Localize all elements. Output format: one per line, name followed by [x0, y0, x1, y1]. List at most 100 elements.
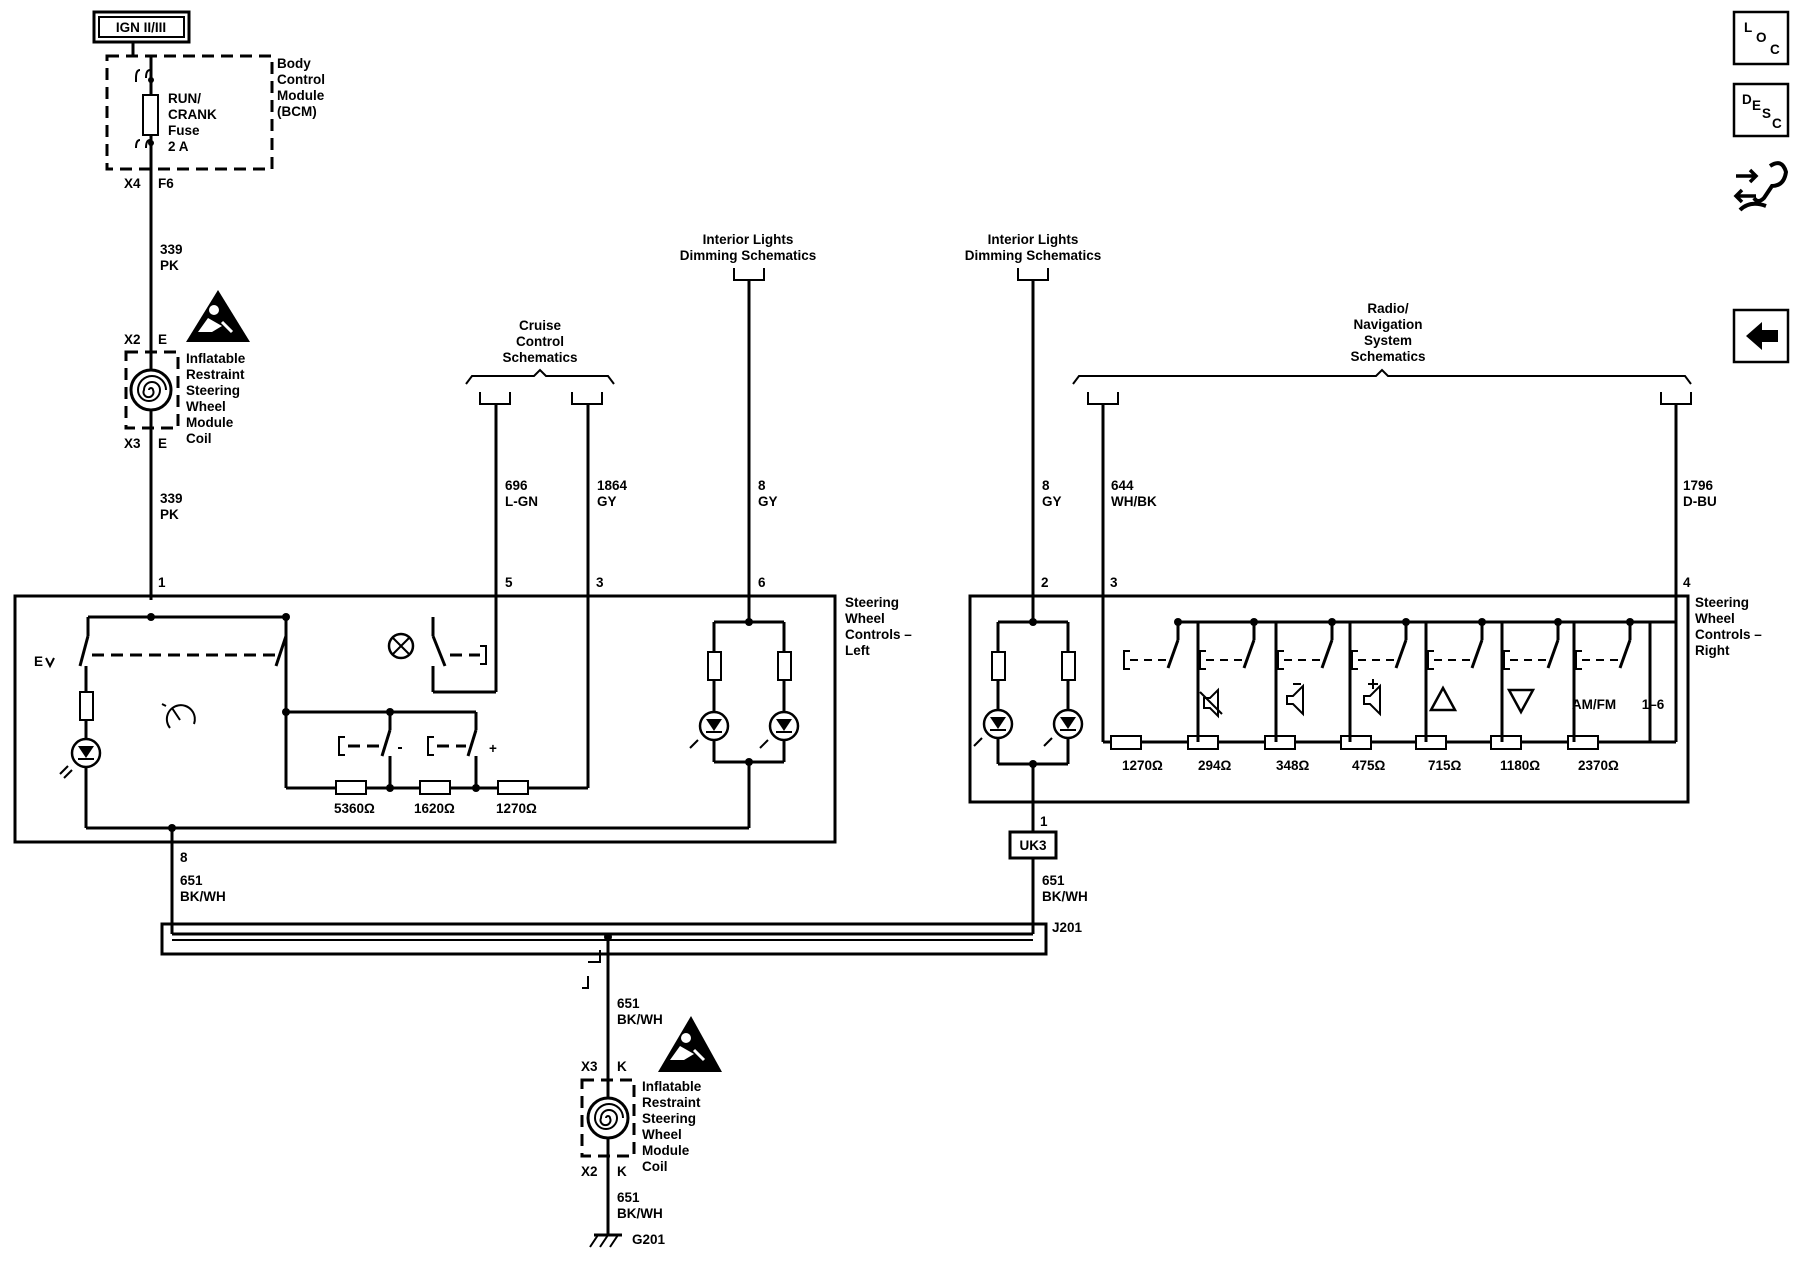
loc-letter-c: C: [1770, 42, 1780, 57]
wire-696-color: L-GN: [505, 494, 538, 509]
wire-644-number: 644: [1111, 478, 1134, 493]
bcm-pin: F6: [158, 176, 174, 191]
coil-bottom-name-3: Steering: [642, 1111, 696, 1126]
repair-procedure-icon[interactable]: [1733, 161, 1789, 212]
wire-1864-color: GY: [597, 494, 617, 509]
coil-top-name-3: Steering: [186, 383, 240, 398]
seek-down-icon: [1506, 688, 1536, 715]
coil-bottom-conn-b: X2: [581, 1164, 598, 1179]
right-pin-3: 3: [1110, 575, 1118, 590]
wire-651-left-color: BK/WH: [180, 889, 226, 904]
coil-top-name-4: Wheel: [186, 399, 226, 414]
radio-resistor: [1340, 735, 1372, 750]
coil-bottom-pin-a: K: [617, 1059, 627, 1074]
cruise-ref-3: Schematics: [502, 350, 577, 365]
loc-letter-l: L: [1744, 20, 1752, 35]
wire-8-left-color: GY: [758, 494, 778, 509]
coil-bottom-conn-a: X3: [581, 1059, 598, 1074]
bcm-boundary: [105, 54, 274, 171]
coil-top-pin-a: E: [158, 332, 167, 347]
airbag-warning-icon-lower: [658, 1016, 722, 1072]
left-pin-3: 3: [596, 575, 604, 590]
loc-letter-o: O: [1756, 30, 1767, 45]
radio-ref-bracket: [1072, 368, 1692, 385]
cruise-plus-symbol: +: [489, 741, 497, 756]
inline-connector-icon: [582, 950, 601, 989]
wire-651-lower-color: BK/WH: [617, 1012, 663, 1027]
radio-ref-4: Schematics: [1350, 349, 1425, 364]
am-fm-label: AM/FM: [1572, 697, 1616, 712]
wire-651-left-number: 651: [180, 873, 203, 888]
coil-bottom-name-2: Restraint: [642, 1095, 701, 1110]
volume-down-icon: [1286, 683, 1304, 717]
coil-bottom-name-5: Module: [642, 1143, 690, 1158]
location-view-button[interactable]: L O C: [1732, 10, 1790, 66]
radio-switch: [1424, 618, 1486, 742]
cruise-ref-2: Control: [516, 334, 564, 349]
mute-icon: [1199, 687, 1223, 719]
wire-696-number: 696: [505, 478, 528, 493]
left-backlight-lamps: [689, 618, 800, 828]
wire-651-lower-number: 651: [617, 996, 640, 1011]
wire-339-top-number: 339: [160, 242, 183, 257]
coil-top-name-1: Inflatable: [186, 351, 246, 366]
right-module-name-1: Steering: [1695, 595, 1749, 610]
back-button[interactable]: [1732, 308, 1790, 364]
right-resistor-1180: 1180Ω: [1500, 758, 1540, 773]
radio-switch: [1348, 618, 1410, 742]
left-pin-8: 8: [180, 850, 188, 865]
right-pin-1: 1: [1040, 814, 1048, 829]
radio-switch: [1274, 618, 1336, 742]
coil-top-name-2: Restraint: [186, 367, 245, 382]
coil-top-name-6: Coil: [186, 431, 212, 446]
dim-left-ref-connector: [733, 268, 765, 281]
coil-top-conn-a: X2: [124, 332, 141, 347]
coil-top-pin-b: E: [158, 436, 167, 451]
left-module-name-2: Wheel: [845, 611, 885, 626]
left-module-name-4: Left: [845, 643, 870, 658]
radio-ref-1: Radio/: [1367, 301, 1409, 316]
steering-wheel-controls-left: [13, 594, 837, 844]
cruise-cancel-switch: [387, 617, 496, 694]
steering-wheel-controls-right: [968, 594, 1690, 804]
right-module-name-2: Wheel: [1695, 611, 1735, 626]
radio-switch: [1500, 618, 1562, 742]
fuse-name-2: CRANK: [168, 107, 217, 122]
radio-switch: [1123, 618, 1182, 670]
ground-symbol-icon: [589, 1233, 622, 1248]
left-pin-6: 6: [758, 575, 766, 590]
fuse-rating: 2 A: [168, 139, 189, 154]
cruise-switch-circuit: E: [34, 613, 290, 788]
right-resistor-475: 475Ω: [1352, 758, 1386, 773]
back-arrow-icon: [1746, 322, 1778, 350]
description-view-button[interactable]: D E S C: [1732, 82, 1790, 138]
coil-bottom-spiral-icon: [586, 1096, 630, 1140]
cruise-speedometer-icon: [161, 703, 196, 729]
left-module-name-3: Controls –: [845, 627, 912, 642]
wire-8-right-color: GY: [1042, 494, 1062, 509]
radio-ref-2: Navigation: [1353, 317, 1422, 332]
ign-power-label-box: IGN II/III: [92, 10, 191, 44]
desc-letter-s: S: [1762, 106, 1771, 121]
wire-651-ground-number: 651: [617, 1190, 640, 1205]
splice-label: J201: [1052, 920, 1083, 935]
wire-339-bottom-number: 339: [160, 491, 183, 506]
fuse-name-3: Fuse: [168, 123, 200, 138]
bcm-name-3: Module: [277, 88, 325, 103]
wire-644-color: WH/BK: [1111, 494, 1157, 509]
splice-pack-j201: [160, 922, 1048, 956]
coil-bottom-name-1: Inflatable: [642, 1079, 702, 1094]
coil-bottom-boundary: [580, 1078, 636, 1158]
coil-top-boundary: [124, 350, 180, 430]
wire-1864-number: 1864: [597, 478, 628, 493]
left-resistor-1270: 1270Ω: [496, 801, 537, 816]
desc-letter-c: C: [1772, 116, 1782, 131]
radio-switch-ladder: [1103, 620, 1676, 744]
desc-letter-d: D: [1742, 92, 1752, 107]
left-pin-5: 5: [505, 575, 513, 590]
dim-left-ref-2: Dimming Schematics: [680, 248, 817, 263]
wire-651-ground-color: BK/WH: [617, 1206, 663, 1221]
wire-8-left-number: 8: [758, 478, 766, 493]
dim-right-ref-connector: [1017, 268, 1049, 281]
